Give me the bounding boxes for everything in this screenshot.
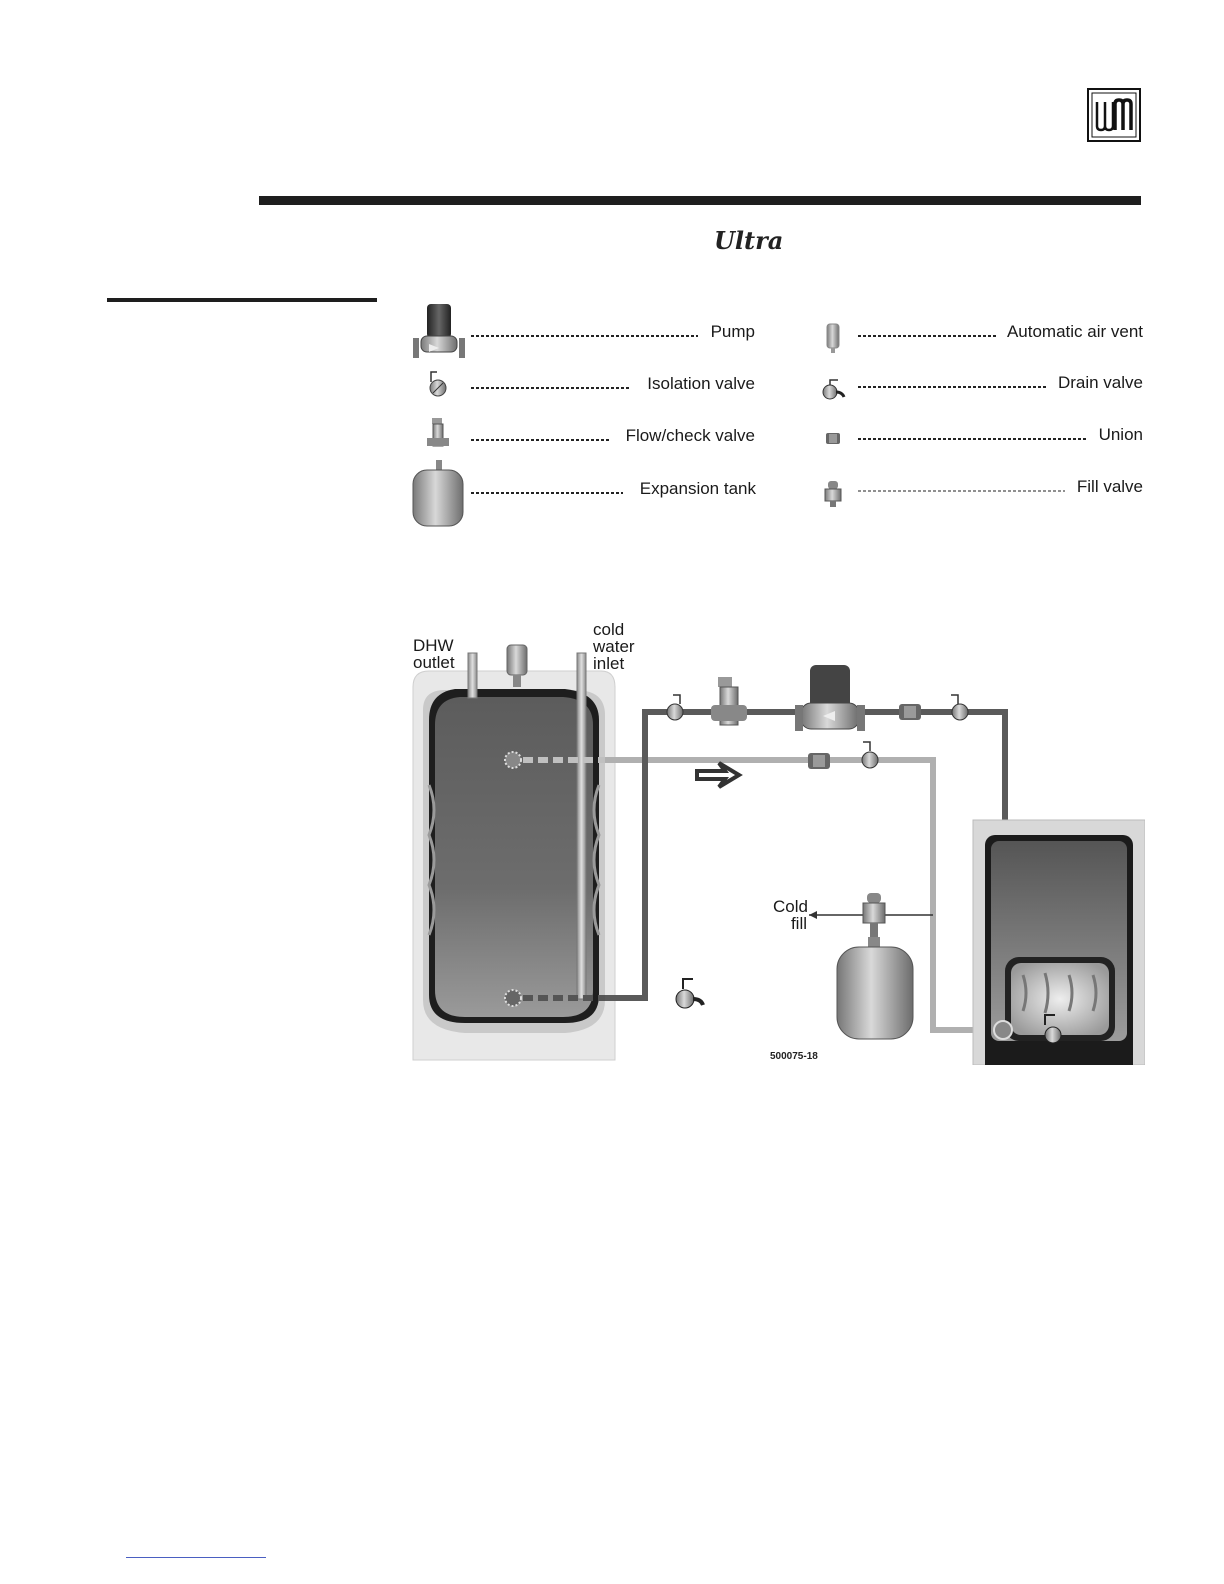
- isolation-valve-icon: [862, 742, 878, 768]
- legend-label-fill-valve: Fill valve: [1077, 477, 1143, 497]
- coil-outlet-port: [505, 990, 521, 1006]
- boiler: [973, 820, 1145, 1065]
- flow-check-valve-icon: [711, 677, 747, 725]
- cold-inlet-pipe: [577, 653, 586, 999]
- figure-id: 500075-18: [770, 1051, 818, 1062]
- pump-icon: [795, 665, 865, 731]
- isolation-valve-icon: [667, 695, 683, 720]
- union-icon: [826, 433, 840, 444]
- legend-label-drain-valve: Drain valve: [1058, 373, 1143, 393]
- expansion-tank-icon: [837, 937, 913, 1039]
- header-rule: [259, 196, 1141, 205]
- coil-inlet-port: [505, 752, 521, 768]
- drain-valve-icon: [823, 380, 844, 399]
- legend-label-isolation-valve: Isolation valve: [647, 374, 755, 394]
- drain-valve-icon: [676, 979, 703, 1008]
- pump-icon: [413, 304, 465, 358]
- union-icon: [899, 704, 921, 720]
- flow-arrow-icon: [697, 763, 739, 787]
- cold-fill-assembly: [809, 893, 933, 937]
- isolation-valve-icon: [430, 372, 446, 396]
- flow-check-valve-icon: [427, 418, 449, 446]
- legend-label-expansion-tank: Expansion tank: [640, 479, 756, 499]
- isolation-valve-icon: [951, 695, 968, 720]
- legend: Pump Isolation valve Flow/check valve Ex…: [405, 300, 1150, 540]
- brand-word: Ultra: [714, 226, 783, 255]
- legend-leaders: [471, 336, 1087, 493]
- legend-label-pump: Pump: [711, 322, 755, 342]
- section-rule: [107, 298, 377, 302]
- union-icon: [808, 753, 830, 769]
- legend-label-air-vent: Automatic air vent: [1007, 322, 1143, 342]
- legend-label-flow-check-valve: Flow/check valve: [626, 426, 755, 446]
- expansion-tank-icon: [413, 460, 463, 526]
- fill-valve-icon: [825, 481, 841, 507]
- air-vent-icon: [827, 324, 839, 353]
- legend-label-union: Union: [1099, 425, 1143, 445]
- wm-logo: [1087, 88, 1141, 142]
- dhw-outlet-pipe: [468, 653, 477, 698]
- footer-link-underline[interactable]: [126, 1557, 266, 1558]
